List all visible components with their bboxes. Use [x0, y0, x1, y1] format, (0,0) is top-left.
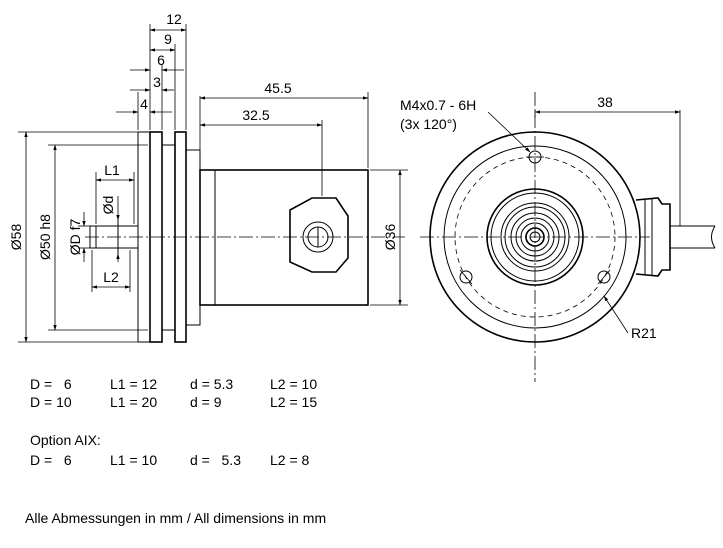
threaded-hole-right	[597, 270, 611, 284]
dim-R21-label: R21	[631, 325, 657, 341]
row2-L2: L2 = 15	[270, 394, 318, 410]
side-view: Ø58 Ø50 h8 ØD f7 Ød L1 L2 12	[8, 11, 408, 343]
row1-L2: L2 = 10	[270, 376, 318, 392]
row1-D: D = 6	[30, 376, 72, 392]
table-row: D = 6 L1 = 12 d = 5.3 L2 = 10	[30, 376, 317, 394]
cable-gland	[289, 197, 349, 273]
dim-L2-label: L2	[103, 269, 119, 285]
option-title-text: Option AIX:	[30, 432, 101, 448]
row2-D: D = 10	[30, 394, 72, 410]
dim-3-label: 3	[153, 74, 161, 90]
dim-diaD-label: ØD f7	[67, 219, 83, 256]
row1-d: d = 5.3	[190, 376, 234, 392]
dim-6-label: 6	[157, 52, 165, 68]
dimension-table: D = 6 L1 = 12 d = 5.3 L2 = 10 D = 10 L1 …	[30, 376, 390, 476]
footer-note: Alle Abmessungen in mm / All dimensions …	[25, 510, 327, 526]
opt-L1: L1 = 10	[110, 452, 158, 468]
table-row: D = 6 L1 = 10 d = 5.3 L2 = 8	[30, 452, 309, 470]
cable-outlet	[635, 197, 671, 277]
dim-12-label: 12	[166, 11, 182, 27]
bolt-circle	[454, 156, 616, 318]
dim-dia36-label: Ø36	[382, 224, 398, 251]
dim-dia58-label: Ø58	[8, 224, 24, 251]
dim-45-5-label: 45.5	[264, 80, 291, 96]
row1-L1: L1 = 12	[110, 376, 158, 392]
opt-D: D = 6	[30, 452, 72, 468]
housing-body	[199, 169, 369, 306]
row2-L1: L1 = 20	[110, 394, 158, 410]
outer-flange-circle	[429, 131, 641, 343]
thread-note-line2: (3x 120°)	[400, 116, 457, 132]
front-flange	[149, 131, 163, 343]
threaded-hole-left	[459, 270, 473, 284]
option-title: Option AIX:	[30, 432, 101, 450]
dim-4-label: 4	[140, 96, 148, 112]
dim-diad-label: Ød	[100, 196, 116, 215]
opt-d: d = 5.3	[190, 452, 241, 468]
dim-38-label: 38	[597, 94, 613, 110]
table-row: D = 10 L1 = 20 d = 9 L2 = 15	[30, 394, 317, 412]
dim-9-label: 9	[164, 31, 172, 47]
front-view: 38 M4x0.7 - 6H (3x 120°) R21	[400, 92, 716, 382]
thread-note-line1: M4x0.7 - 6H	[400, 97, 476, 113]
dim-dia50-label: Ø50 h8	[37, 214, 53, 260]
opt-L2: L2 = 8	[270, 452, 310, 468]
row2-d: d = 9	[190, 394, 222, 410]
dim-L1-label: L1	[104, 162, 120, 178]
dim-32-5-label: 32.5	[242, 107, 269, 123]
shaft	[95, 225, 139, 249]
